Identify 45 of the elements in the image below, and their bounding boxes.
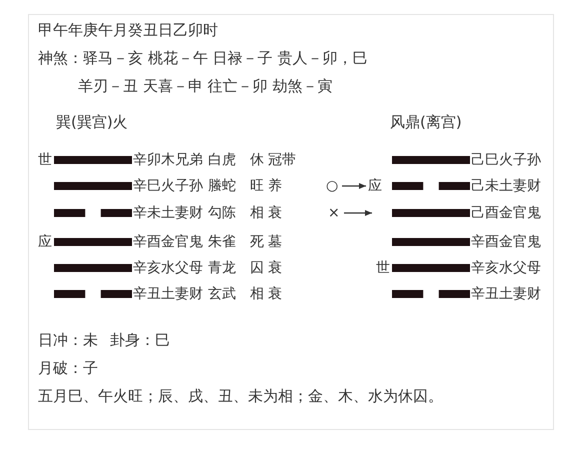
spirit-name: 白虎: [208, 151, 236, 170]
note-text: 日冲：未: [38, 330, 98, 350]
world-marker: 世: [38, 151, 52, 170]
moving-line-mark: ○: [326, 177, 338, 196]
spirit-name: 勾陈: [208, 204, 236, 223]
line-text: 辛卯木兄弟: [133, 151, 203, 170]
date-line: 甲午年庚午月癸丑日乙卯时: [38, 20, 218, 40]
spirit-name: 朱雀: [208, 233, 236, 252]
stage-text: 墓: [268, 233, 282, 252]
hexagram-title: 巽(巽宫)火: [56, 112, 128, 132]
state-text: 旺: [250, 177, 264, 196]
note-text: 五月巳、午火旺；辰、戌、丑、未为相；金、木、水为休囚。: [38, 386, 443, 406]
line-text: 辛丑土妻财: [471, 285, 541, 304]
stage-text: 养: [268, 177, 282, 196]
line-text: 辛亥水父母: [471, 259, 541, 278]
stage-text: 衰: [268, 259, 282, 278]
state-text: 死: [250, 233, 264, 252]
line-text: 辛未土妻财: [133, 204, 203, 223]
line-text: 己未土妻财: [471, 177, 541, 196]
line-text: 辛亥水父母: [133, 259, 203, 278]
shensha-list: 羊刃－丑 天喜－申 往亡－卯 劫煞－寅: [78, 76, 332, 96]
state-text: 囚: [250, 259, 264, 278]
note-text: 月破：子: [38, 358, 98, 378]
line-text: 辛巳火子孙: [133, 177, 203, 196]
stage-text: 冠带: [268, 151, 296, 170]
hexagram-title: 风鼎(离宫): [390, 112, 462, 132]
moving-line-mark: ×: [328, 204, 340, 223]
line-text: 己酉金官鬼: [471, 204, 541, 223]
line-text: 辛酉金官鬼: [133, 233, 203, 252]
state-text: 休: [250, 151, 264, 170]
stage-text: 衰: [268, 285, 282, 304]
line-text: 辛酉金官鬼: [471, 233, 541, 252]
spirit-name: 玄武: [208, 285, 236, 304]
state-text: 相: [250, 204, 264, 223]
shensha-list: 神煞：驿马－亥 桃花－午 日禄－子 贵人－卯，巳: [38, 48, 368, 68]
spirit-name: 螣蛇: [208, 177, 236, 196]
response-marker: 应: [38, 233, 52, 252]
note-text: 卦身：巳: [110, 330, 170, 350]
line-text: 己巳火子孙: [471, 151, 541, 170]
line-text: 辛丑土妻财: [133, 285, 203, 304]
response-marker: 应: [368, 177, 382, 196]
world-marker: 世: [376, 259, 390, 278]
state-text: 相: [250, 285, 264, 304]
spirit-name: 青龙: [208, 259, 236, 278]
stage-text: 衰: [268, 204, 282, 223]
